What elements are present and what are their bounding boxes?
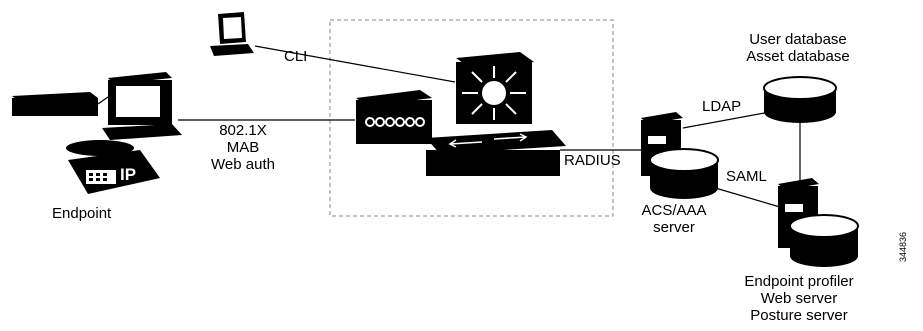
cli-label: CLI xyxy=(284,48,308,65)
profiler-database-icon xyxy=(789,214,859,267)
endpoint-label: Endpoint xyxy=(52,205,112,222)
auth-method-web-auth: Web auth xyxy=(211,156,275,173)
figure-id: 344836 xyxy=(898,231,908,262)
acs-database-icon xyxy=(649,148,719,199)
acs-aaa-label: ACS/AAA xyxy=(641,202,707,219)
ip-phone-badge: IP xyxy=(120,165,136,184)
user-database-label: User database xyxy=(749,31,847,48)
user-database-icon xyxy=(763,76,837,123)
auth-methods-label: 802.1X MAB Web auth xyxy=(198,122,288,173)
endpoint-profiler-label: Endpoint profiler xyxy=(744,273,854,290)
laptop-icon xyxy=(210,12,254,56)
pc-icon xyxy=(102,72,182,140)
saml-link xyxy=(711,186,781,208)
cli-link xyxy=(254,45,456,83)
web-server-label: Web server xyxy=(760,290,838,307)
connection-lines xyxy=(97,45,801,208)
radius-label: RADIUS xyxy=(564,152,621,169)
ip-phone-icon xyxy=(66,140,160,194)
ldap-link xyxy=(682,111,771,129)
saml-label: SAML xyxy=(726,168,767,185)
ldap-label: LDAP xyxy=(702,98,742,115)
databases-label: User database Asset database xyxy=(728,31,868,65)
multilayer-switch-icon xyxy=(456,52,534,124)
printer-icon xyxy=(12,92,98,116)
asset-database-label: Asset database xyxy=(746,48,850,65)
access-switch-icon xyxy=(426,130,566,176)
profiler-servers-label: Endpoint profiler Web server Posture ser… xyxy=(732,273,866,324)
network-device-boundary xyxy=(329,19,614,217)
auth-method-8021x: 802.1X xyxy=(219,122,267,139)
posture-server-label: Posture server xyxy=(750,307,848,324)
acs-server-label: ACS/AAA server xyxy=(626,202,722,236)
auth-method-mab: MAB xyxy=(226,139,260,156)
printer-cable xyxy=(97,96,109,105)
wlan-controller-icon xyxy=(356,90,432,144)
acs-server-word-label: server xyxy=(653,219,695,236)
